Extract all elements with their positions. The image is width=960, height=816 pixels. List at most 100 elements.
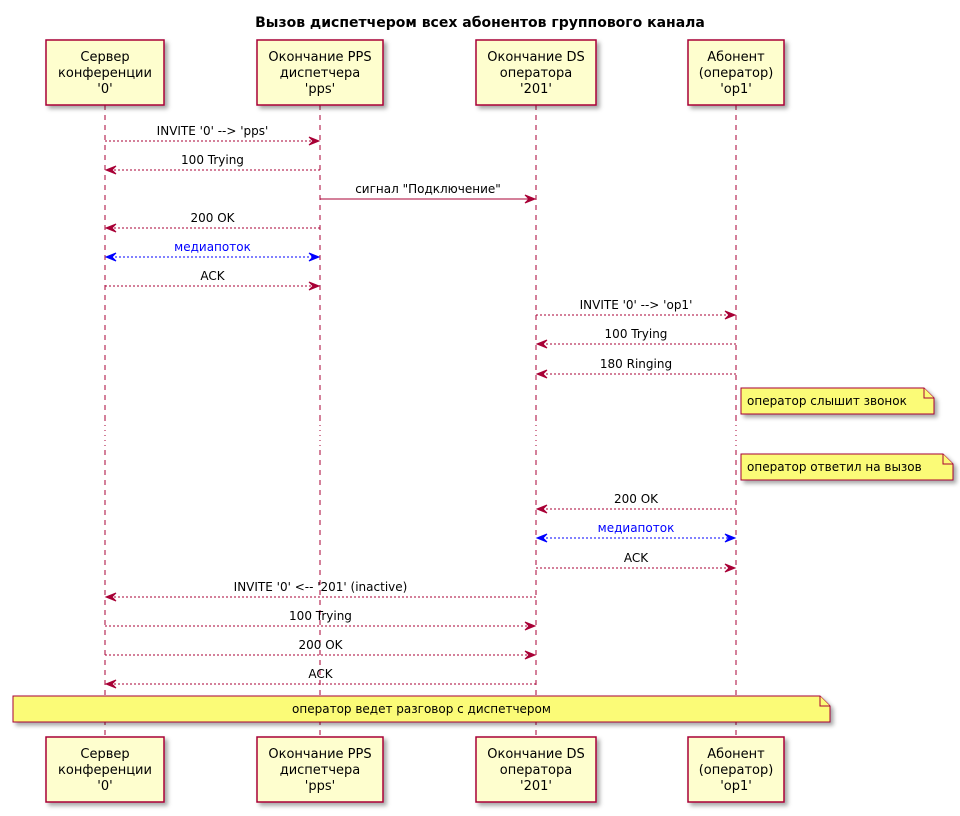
participant-label: Сервер: [80, 50, 129, 65]
note-text: оператор слышит звонок: [747, 394, 907, 408]
arrowhead: [524, 650, 537, 660]
message: ACK: [104, 667, 536, 689]
participant-label: '0': [97, 779, 112, 794]
arrowhead: [724, 533, 737, 543]
participant-label: 'op1': [720, 82, 752, 97]
message: 180 Ringing: [535, 357, 736, 379]
message-label: медиапоток: [174, 240, 251, 254]
arrowhead: [308, 136, 321, 146]
message: ACK: [536, 551, 737, 573]
arrowhead: [724, 310, 737, 320]
arrowhead: [724, 563, 737, 573]
participant-box: [256, 736, 384, 803]
message-label: ACK: [624, 551, 649, 565]
participant-label: конференции: [58, 66, 152, 81]
participant-label: 'pps': [305, 82, 335, 97]
lifelines: [104, 105, 737, 737]
message: 200 OK: [535, 492, 736, 514]
arrowhead: [104, 252, 117, 262]
participant-box: [475, 39, 597, 106]
note-box: [740, 387, 935, 415]
participant-label: '0': [97, 82, 112, 97]
note-fold: [923, 388, 934, 399]
arrowhead: [535, 339, 548, 349]
message: 200 OK: [104, 211, 320, 233]
message: 200 OK: [105, 638, 537, 660]
participant-label: диспетчера: [280, 763, 361, 778]
messages: INVITE '0' --> 'pps' 100 Trying сигнал "По…: [104, 124, 737, 689]
message: медиапоток: [104, 240, 321, 262]
participant-box: [256, 39, 384, 106]
notes: оператор слышит звонок оператор ответил н…: [12, 387, 954, 723]
participant-label: (оператор): [699, 763, 774, 778]
arrowhead: [104, 165, 117, 175]
message: медиапоток: [535, 521, 737, 543]
participant-op1-bottom: Абонент(оператор)'op1': [687, 736, 785, 803]
message: сигнал "Подключение": [320, 182, 537, 204]
arrowhead: [535, 504, 548, 514]
diagram-title: Вызов диспетчером всех абонентов группов…: [255, 15, 705, 31]
participant-label: (оператор): [699, 66, 774, 81]
arrowhead: [308, 252, 321, 262]
participant-box: [45, 39, 165, 106]
note-fold: [819, 696, 830, 707]
message-label: ACK: [308, 667, 333, 681]
message: 100 Trying: [104, 153, 320, 175]
message-label: ACK: [200, 269, 225, 283]
note-text: оператор ответил на вызов: [747, 460, 922, 474]
arrowhead: [535, 533, 548, 543]
participant-label: оператора: [500, 763, 572, 778]
arrowhead: [524, 194, 537, 204]
participant-label: Абонент: [707, 50, 765, 65]
participant-op1-top: Абонент(оператор)'op1': [687, 39, 785, 106]
message-label: 100 Trying: [605, 327, 668, 341]
message-label: INVITE '0' --> 'op1': [580, 298, 693, 312]
participant-label: Сервер: [80, 747, 129, 762]
note-fold: [942, 454, 953, 465]
message: 100 Trying: [105, 609, 537, 631]
note-box: [12, 695, 831, 723]
participant-label: диспетчера: [280, 66, 361, 81]
arrowhead: [104, 679, 117, 689]
message: INVITE '0' --> 'op1': [536, 298, 737, 320]
message-label: 200 OK: [190, 211, 235, 225]
note: оператор ведет разговор с диспетчером: [12, 695, 831, 723]
message: 100 Trying: [535, 327, 736, 349]
message-label: 100 Trying: [181, 153, 244, 167]
message-label: INVITE '0' <-- '201' (inactive): [234, 580, 408, 594]
message-label: 200 OK: [298, 638, 343, 652]
message: INVITE '0' <-- '201' (inactive): [104, 580, 536, 602]
participant-label: 'op1': [720, 779, 752, 794]
message-label: 100 Trying: [289, 609, 352, 623]
arrowhead: [524, 621, 537, 631]
participant-label: 'pps': [305, 779, 335, 794]
participant-box: [687, 39, 785, 106]
participant-label: Окончание DS: [487, 747, 585, 762]
participant-box: [687, 736, 785, 803]
message-label: 200 OK: [614, 492, 659, 506]
message-label: INVITE '0' --> 'pps': [157, 124, 269, 138]
participant-label: Окончание PPS: [268, 747, 371, 762]
note-text: оператор ведет разговор с диспетчером: [292, 702, 551, 716]
participants: Серверконференции'0'Серверконференции'0'…: [45, 39, 785, 803]
message: ACK: [105, 269, 321, 291]
arrowhead: [104, 223, 117, 233]
participant-label: '201': [520, 82, 552, 97]
participant-label: Окончание PPS: [268, 50, 371, 65]
participant-label: '201': [520, 779, 552, 794]
message-label: медиапоток: [598, 521, 675, 535]
participant-label: Окончание DS: [487, 50, 585, 65]
message: INVITE '0' --> 'pps': [105, 124, 321, 146]
note-box: [740, 453, 954, 481]
arrowhead: [104, 592, 117, 602]
participant-label: конференции: [58, 763, 152, 778]
note: оператор ответил на вызов: [740, 453, 954, 481]
participant-label: оператора: [500, 66, 572, 81]
